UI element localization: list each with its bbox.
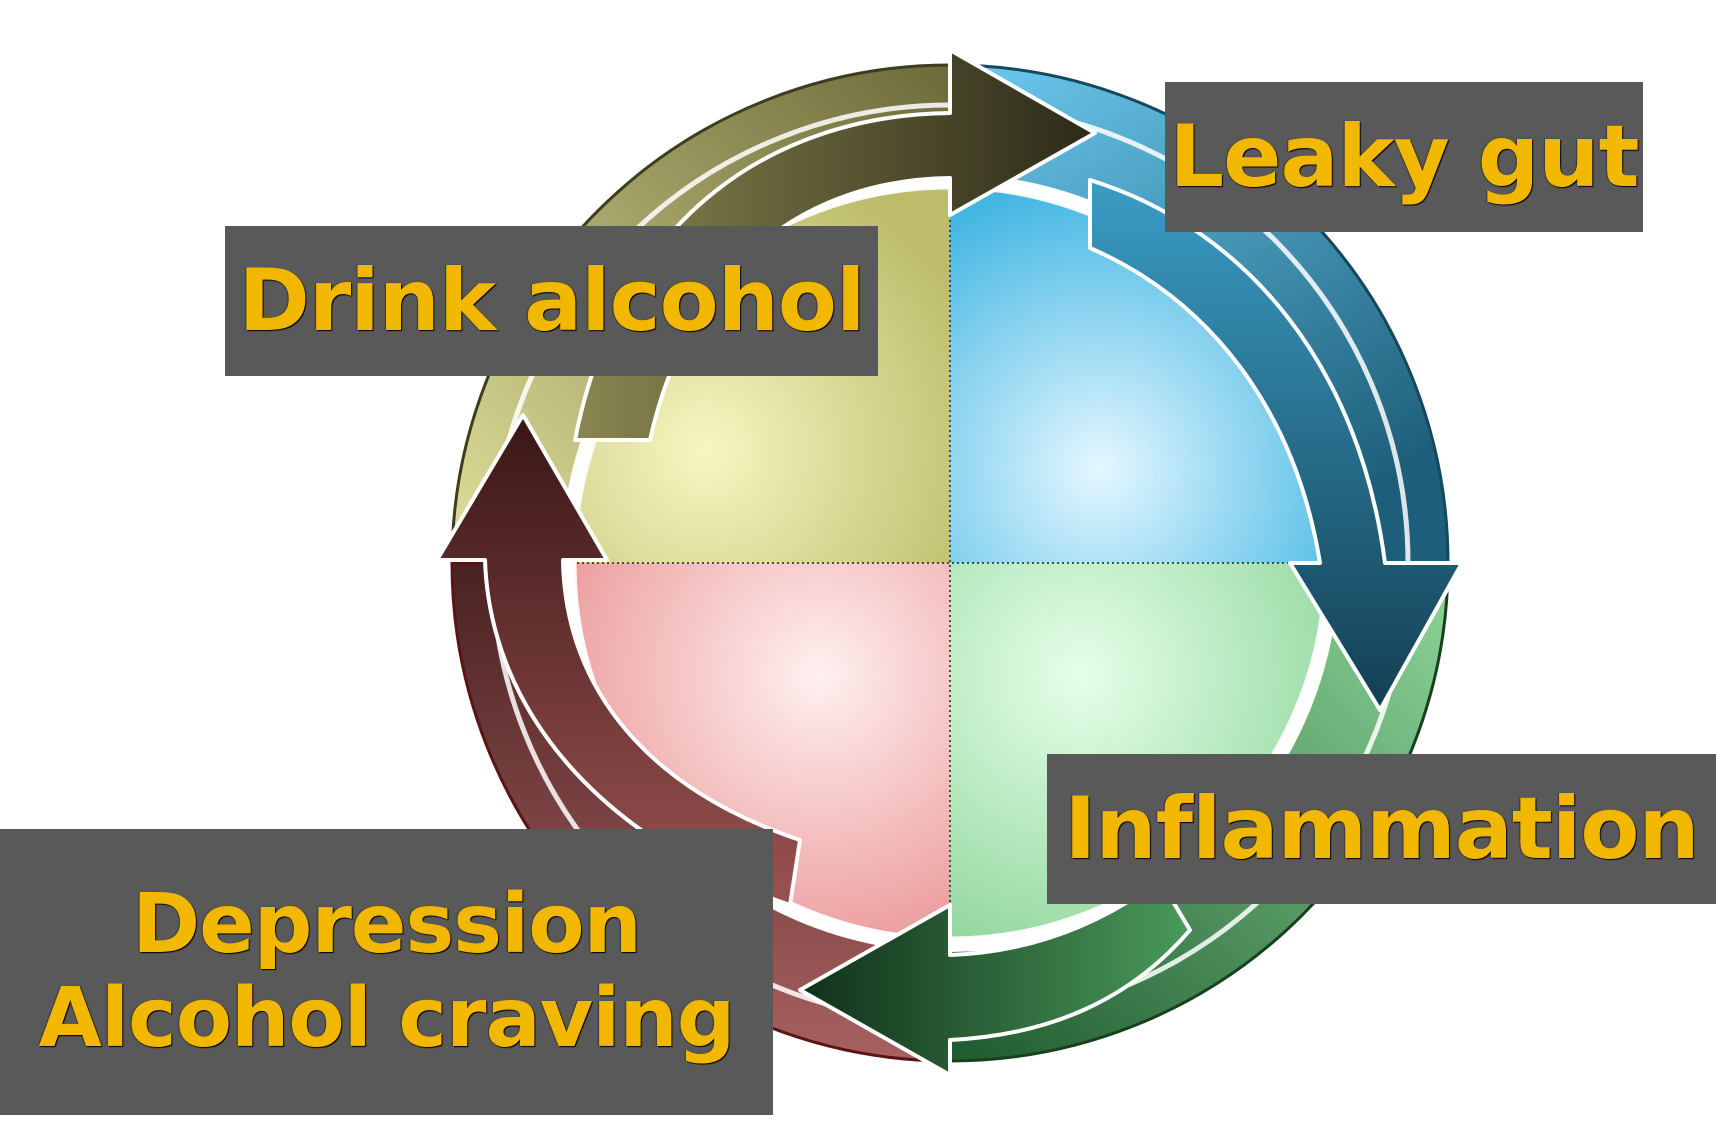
label-inflammation-text: Inflammation — [1064, 778, 1699, 879]
label-depression-text: Depression — [132, 876, 642, 972]
label-inflammation: Inflammation — [1047, 754, 1716, 904]
label-leaky-gut-text: Leaky gut — [1169, 106, 1639, 207]
label-leaky-gut: Leaky gut — [1165, 82, 1643, 232]
arrow-depression-to-drink — [435, 413, 802, 907]
label-alcohol-craving-text: Alcohol craving — [38, 971, 736, 1066]
label-drink-alcohol-text: Drink alcohol — [238, 250, 866, 351]
arrow-inflammation-to-depression — [798, 878, 1192, 1077]
cycle-arrows — [435, 48, 1464, 1077]
label-drink-alcohol: Drink alcohol — [225, 226, 878, 376]
arrow-leaky-to-inflammation — [1088, 178, 1464, 712]
label-depression-craving: Depression Alcohol craving — [0, 829, 773, 1115]
